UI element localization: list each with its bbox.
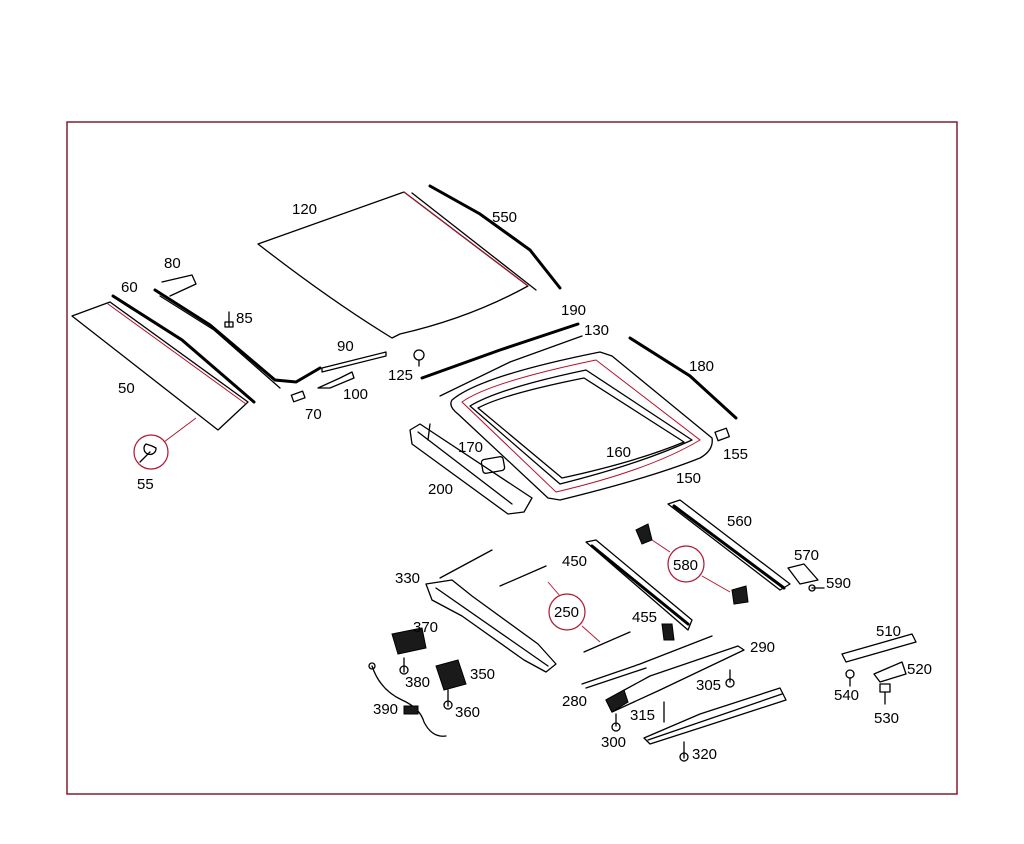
part-130-strip [439, 335, 583, 397]
part-380-screw [399, 657, 409, 675]
label-315: 315 [630, 707, 655, 724]
part-120-roof [257, 191, 537, 339]
part-60-strip [111, 294, 256, 404]
label-70: 70 [305, 406, 322, 423]
label-520: 520 [907, 661, 932, 678]
label-60: 60 [121, 279, 138, 296]
part-300-screw [611, 713, 621, 732]
part-280-strip [581, 635, 713, 689]
part-550-strip [428, 184, 562, 290]
label-390: 390 [373, 701, 398, 718]
label-590: 590 [826, 575, 851, 592]
label-530: 530 [874, 710, 899, 727]
part-200-bar [409, 423, 533, 515]
part-450-rail [585, 539, 693, 631]
label-455: 455 [632, 609, 657, 626]
part-50-panel [71, 301, 249, 431]
part-160-seal [469, 369, 693, 485]
label-55: 55 [137, 476, 154, 493]
label-320: 320 [692, 746, 717, 763]
label-290: 290 [750, 639, 775, 656]
label-570: 570 [794, 547, 819, 564]
part-100-bracket [317, 371, 355, 389]
label-510: 510 [876, 623, 901, 640]
part-170-cover [480, 456, 506, 474]
label-305: 305 [696, 677, 721, 694]
part-55-tool [133, 417, 197, 470]
part-580-bracket [635, 523, 749, 605]
label-540: 540 [834, 687, 859, 704]
part-540-screw [845, 669, 855, 687]
part-320-cover [643, 687, 787, 762]
label-170: 170 [458, 439, 483, 456]
label-120: 120 [292, 201, 317, 218]
part-305-screw [725, 669, 735, 688]
part-510-strip [841, 633, 917, 663]
label-180: 180 [689, 358, 714, 375]
part-190-strip [420, 322, 580, 380]
part-330-frame [425, 549, 557, 673]
part-590-screw [808, 584, 825, 592]
label-280: 280 [562, 693, 587, 710]
part-70-pad [290, 390, 306, 403]
label-155: 155 [723, 446, 748, 463]
part-90-rod [321, 351, 387, 373]
label-330: 330 [395, 570, 420, 587]
label-200: 200 [428, 481, 453, 498]
label-450: 450 [562, 553, 587, 570]
part-350-motor [435, 659, 467, 691]
label-130: 130 [584, 322, 609, 339]
label-190: 190 [561, 302, 586, 319]
part-370-module [391, 627, 427, 655]
part-290-rail [605, 645, 745, 713]
label-360: 360 [455, 704, 480, 721]
part-150-frame [450, 351, 713, 501]
label-350: 350 [470, 666, 495, 683]
label-580: 580 [673, 557, 698, 574]
part-125-clip [413, 349, 425, 367]
label-380: 380 [405, 674, 430, 691]
label-160: 160 [606, 444, 631, 461]
wrench-icon [139, 443, 157, 463]
part-80-seal [153, 274, 322, 389]
label-80: 80 [164, 255, 181, 272]
part-155-pad [714, 427, 730, 442]
part-labels: 50 55 60 70 80 85 90 100 120 125 130 150… [118, 201, 932, 763]
label-300: 300 [601, 734, 626, 751]
label-90: 90 [337, 338, 354, 355]
part-360-screw [443, 689, 453, 710]
label-150: 150 [676, 470, 701, 487]
part-560-rail [667, 499, 791, 591]
label-250: 250 [554, 604, 579, 621]
part-250-cable [499, 565, 631, 653]
part-85-screw [224, 311, 234, 328]
label-125: 125 [388, 367, 413, 384]
label-85: 85 [236, 310, 253, 327]
part-520-bracket [873, 661, 907, 683]
diagram-frame [66, 121, 958, 795]
label-50: 50 [118, 380, 135, 397]
label-370: 370 [413, 619, 438, 636]
part-390-cable [368, 662, 447, 737]
part-455-clip [661, 623, 675, 641]
label-560: 560 [727, 513, 752, 530]
part-180-strip [628, 336, 738, 420]
part-570-bracket [787, 563, 819, 585]
part-530-screw [879, 683, 891, 705]
label-550: 550 [492, 209, 517, 226]
label-100: 100 [343, 386, 368, 403]
